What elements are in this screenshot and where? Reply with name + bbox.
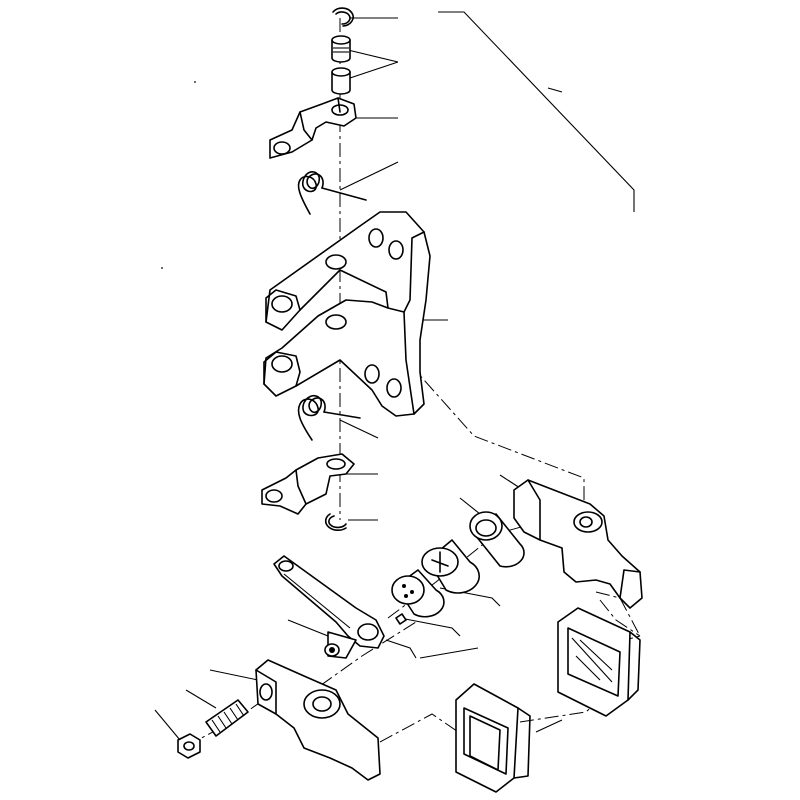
cam-disc [421,539,480,594]
threaded-screw [205,699,249,737]
hex-nut [177,733,201,759]
clip-holder [455,683,531,793]
pin-lower [331,67,351,95]
pad-plate [557,607,641,717]
main-bracket [263,211,431,417]
pivot-arm-right [513,479,643,609]
stray-marks [161,81,196,269]
pin-upper [331,35,351,63]
pivot-cone [324,631,357,659]
lever-arm [273,555,385,649]
spring-disc [391,569,445,618]
small-pin [395,613,407,625]
bracket-top [269,97,357,159]
circlip-top [332,7,354,27]
torsion-spring-bottom [297,394,361,441]
bracket-bottom [261,453,355,515]
lower-arm [255,659,381,781]
bushing [469,511,525,568]
circlip-bottom [324,513,347,532]
torsion-spring-top [297,171,367,215]
